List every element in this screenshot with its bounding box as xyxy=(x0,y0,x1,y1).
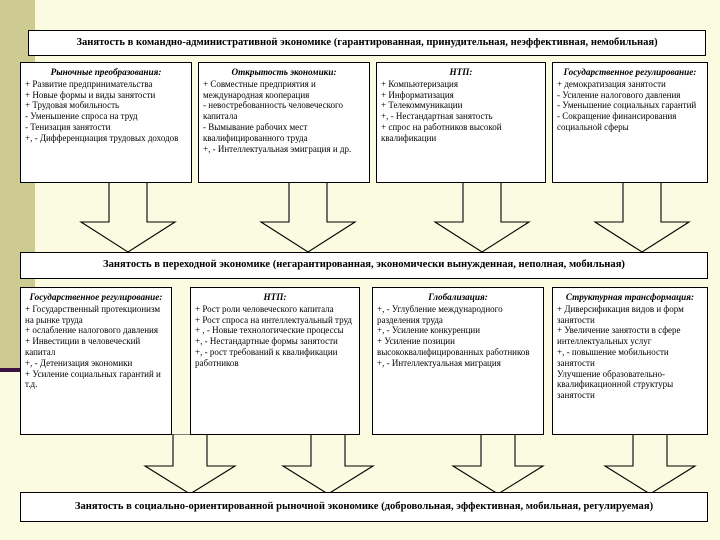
box-state-regulation-bottom[interactable]: Государственное регулирование: + Государ… xyxy=(20,287,172,435)
box-line: - Уменьшение спроса на труд xyxy=(25,111,138,122)
box-title: Структурная трансформация: xyxy=(565,292,695,302)
box-line: +, - Интеллектуальная миграция xyxy=(377,357,501,368)
box-line: + Рост роли человеческого капитала xyxy=(195,303,334,314)
down-arrow-icon xyxy=(448,434,548,496)
box-line: + Увеличение занятости в сфере интеллект… xyxy=(557,325,681,347)
banner-transition-economy: Занятость в переходной экономике (негара… xyxy=(20,252,708,279)
box-line: + Инвестиции в человеческий капитал xyxy=(25,336,141,358)
box-line: + Трудовая мобильность xyxy=(25,100,120,111)
box-line: + Телекоммуникации xyxy=(381,100,463,111)
banner-social-market-economy: Занятость в социально-ориентированной ры… xyxy=(20,492,708,522)
box-line: - Вымывание рабочих мест квалифицированн… xyxy=(203,122,308,143)
box-line: +, - Детенизация экономики xyxy=(25,357,133,368)
box-line: + Рост спроса на интеллектуальный труд xyxy=(195,314,352,325)
box-line: +, - рост требований к квалификации рабо… xyxy=(195,347,338,368)
box-line: + Совместные предприятия и международная… xyxy=(203,78,316,100)
box-economy-openness[interactable]: Открытость экономики: + Совместные предп… xyxy=(198,62,370,183)
box-scientific-technical-progress[interactable]: НТП: + Компьютеризация + Информатизация … xyxy=(376,62,546,183)
box-line: + , - Новые технологические процессы xyxy=(195,325,344,336)
box-line: + Компьютеризация xyxy=(381,78,458,89)
box-title: Государственное регулирование: xyxy=(29,292,163,302)
box-title: Государственное регулирование: xyxy=(563,67,697,77)
box-line: - Усиление налогового давления xyxy=(557,89,681,100)
banner-top-text: Занятость в командно-административной эк… xyxy=(76,36,658,48)
box-line: +, - Нестандартные формы занятости xyxy=(195,336,338,347)
down-arrow-icon xyxy=(432,182,532,254)
box-structural-transformation[interactable]: Структурная трансформация: + Диверсифика… xyxy=(552,287,708,435)
box-market-transformations[interactable]: Рыночные преобразования: + Развитие пред… xyxy=(20,62,192,183)
box-line: + Диверсификация видов и форм занятости xyxy=(557,303,684,325)
box-title: Рыночные преобразования: xyxy=(50,67,162,77)
box-line: + Развитие предпринимательства xyxy=(25,78,153,89)
box-line: - Тенизация занятости xyxy=(25,122,111,133)
box-line: + Усиление социальных гарантий и т.д. xyxy=(25,368,161,390)
box-line: + Государственный протекционизм на рынке… xyxy=(25,303,161,325)
box-line: + демократизация занятости xyxy=(557,78,666,89)
box-line: + спрос на работников высокой квалификац… xyxy=(381,122,502,143)
box-line: +, - Углубление международного разделени… xyxy=(377,303,503,325)
box-title: Глобализация: xyxy=(428,292,488,302)
banner-command-administrative-economy: Занятость в командно-административной эк… xyxy=(28,30,706,56)
box-line: +, - повышение мобильности занятости xyxy=(557,347,669,368)
box-title: НТП: xyxy=(449,67,473,77)
box-line: + Усиление позиции высококвалифицированн… xyxy=(377,336,530,358)
box-globalization[interactable]: Глобализация: +, - Углубление международ… xyxy=(372,287,544,435)
box-line: +, - Интеллектуальная эмиграция и др. xyxy=(203,143,352,154)
banner-bottom-text: Занятость в социально-ориентированной ры… xyxy=(74,500,654,512)
box-line: - Уменьшение социальных гарантий xyxy=(557,100,697,111)
down-arrow-icon xyxy=(140,434,240,496)
banner-middle-text: Занятость в переходной экономике (негара… xyxy=(103,259,625,271)
box-line: +, - Нестандартная занятость xyxy=(381,111,493,122)
box-line: + Информатизация xyxy=(381,89,454,100)
box-state-regulation-top[interactable]: Государственное регулирование: + демокра… xyxy=(552,62,708,183)
box-line: +, - Дифференциация трудовых доходов xyxy=(25,132,179,143)
box-line: +, - Усиление конкуренции xyxy=(377,325,481,336)
down-arrow-icon xyxy=(592,182,692,254)
box-title: НТП: xyxy=(263,292,287,302)
down-arrow-icon xyxy=(600,434,700,496)
box-title: Открытость экономики: xyxy=(231,67,337,77)
box-line: - невостребованность человеческого капит… xyxy=(203,100,343,122)
box-line: Улучшение образовательно-квалификационно… xyxy=(557,368,674,401)
box-line: - Сокращение финансирования социальной с… xyxy=(557,111,677,133)
down-arrow-icon xyxy=(278,434,378,496)
box-line: + Новые формы и виды занятости xyxy=(25,89,156,100)
down-arrow-icon xyxy=(78,182,178,254)
box-scientific-technical-progress-bottom[interactable]: НТП: + Рост роли человеческого капитала … xyxy=(190,287,360,435)
down-arrow-icon xyxy=(258,182,358,254)
box-line: + ослабление налогового давления xyxy=(25,325,158,336)
